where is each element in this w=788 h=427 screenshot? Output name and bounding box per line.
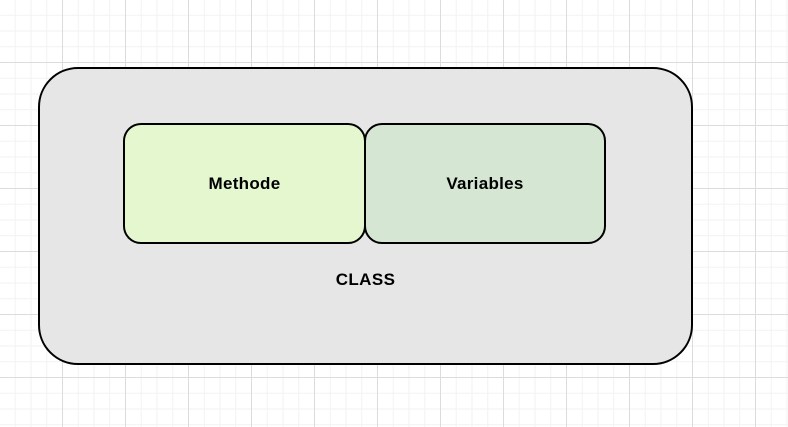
class-container-shape[interactable]: Methode Variables CLASS [38,67,693,365]
methode-node-label: Methode [208,173,281,193]
class-container-label: CLASS [335,270,396,289]
variables-node-shape[interactable]: Variables [364,123,606,244]
variables-node-label: Variables [446,173,524,193]
methode-node-shape[interactable]: Methode [123,123,366,244]
